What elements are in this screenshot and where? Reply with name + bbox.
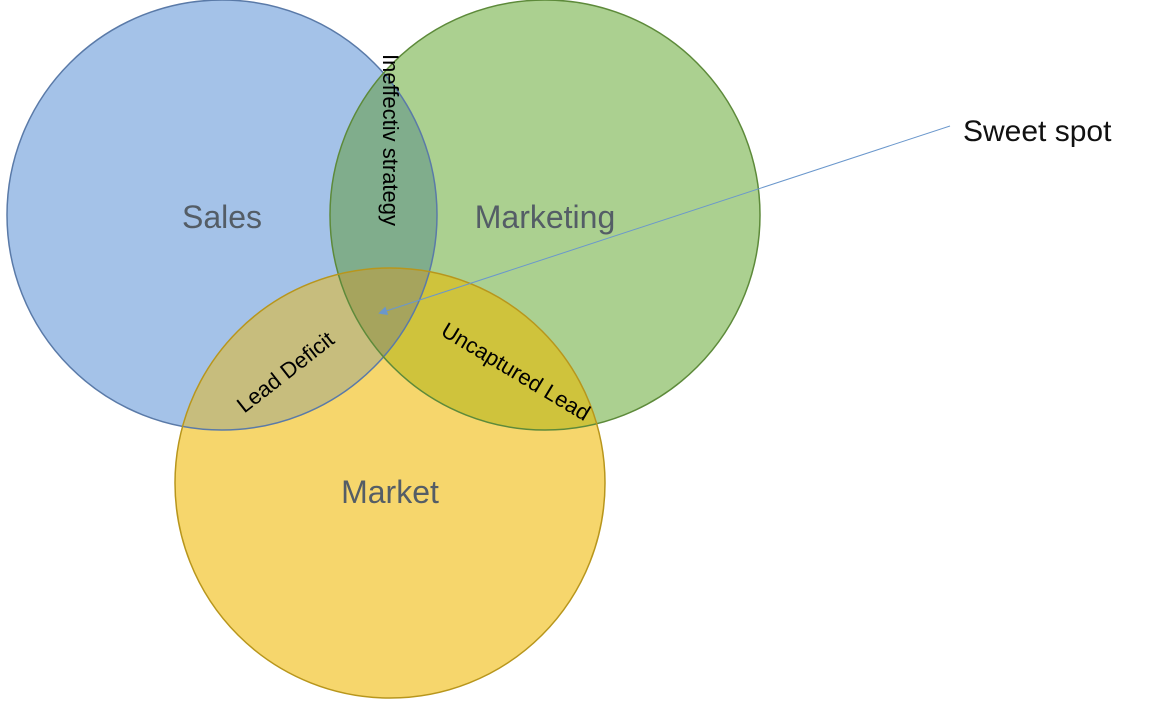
- sales-market-overlap: [175, 268, 437, 430]
- ineffective-strategy-label: Ineffectiv strategy: [378, 54, 403, 226]
- market-circle-outline: [174, 267, 606, 699]
- marketing-market-overlap: [330, 268, 605, 430]
- sweet-spot-arrow: [378, 125, 951, 316]
- sweet-spot-label: Sweet spot: [963, 115, 1112, 148]
- sales-circle-outline: [6, 0, 438, 431]
- market-label: Market: [341, 474, 439, 510]
- marketing-circle-outline: [329, 0, 761, 431]
- sales-label: Sales: [182, 199, 262, 235]
- marketing-label: Marketing: [475, 199, 616, 235]
